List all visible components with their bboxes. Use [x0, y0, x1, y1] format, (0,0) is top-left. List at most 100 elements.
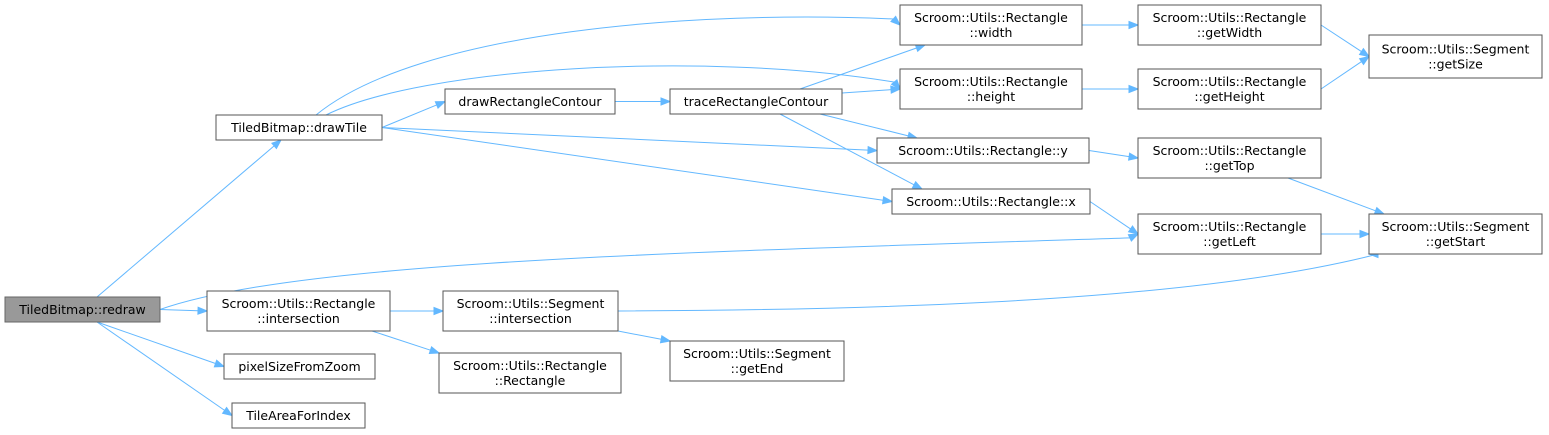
node-drawTile[interactable]: TiledBitmap::drawTile [215, 114, 383, 141]
arrowhead [433, 306, 445, 316]
edge-seg_intersection-to-seg_getStart [617, 249, 1379, 312]
arrowhead [197, 306, 209, 315]
node-label: Scroom::Utils::Rectangle [1153, 74, 1307, 89]
node-label: Scroom::Utils::Rectangle [1153, 143, 1307, 158]
arrowhead [881, 195, 894, 205]
edge-redraw-to-rect_intersection [159, 306, 209, 315]
node-label: ::getEnd [731, 361, 784, 376]
arrowhead [1358, 47, 1371, 58]
node-label: pixelSizeFromZoom [238, 359, 360, 374]
edge-traceRectangleContour-to-rect_y [819, 113, 919, 140]
edge-line [1287, 177, 1376, 212]
node-rect_y[interactable]: Scroom::Utils::Rectangle::y [876, 137, 1090, 164]
node-box [1137, 213, 1322, 255]
edge-line [371, 330, 431, 351]
edge-rect_getHeight-to-seg_getSize [1320, 55, 1371, 90]
node-label: drawRectangleContour [458, 94, 602, 109]
edge-line [799, 47, 917, 90]
edge-traceRectangleContour-to-rect_height [841, 85, 902, 94]
arrowhead [911, 180, 924, 190]
edge-line [96, 145, 275, 298]
node-label: Scroom::Utils::Segment [1382, 219, 1530, 234]
node-rect_width[interactable]: Scroom::Utils::Rectangle::width [899, 4, 1083, 46]
node-seg_intersection[interactable]: Scroom::Utils::Segment::intersection [442, 290, 619, 332]
node-rect_ctor[interactable]: Scroom::Utils::Rectangle::Rectangle [438, 352, 622, 394]
edge-line [841, 89, 892, 94]
node-box [899, 68, 1083, 110]
node-TileAreaForIndex[interactable]: TileAreaForIndex [231, 402, 366, 429]
edge-line [381, 127, 869, 151]
node-label: ::getHeight [1194, 89, 1264, 104]
edge-line [159, 237, 1130, 310]
node-drawRectangleContour[interactable]: drawRectangleContour [444, 88, 616, 115]
edge-rect_getWidth-to-seg_getSize [1320, 24, 1371, 58]
node-seg_getStart[interactable]: Scroom::Utils::Segment::getStart [1368, 213, 1543, 255]
node-label: ::getWidth [1197, 25, 1262, 40]
edge-line [325, 65, 895, 116]
node-box [438, 352, 622, 394]
edge-redraw-to-rect_getLeft [159, 233, 1140, 310]
arrowhead [659, 335, 672, 344]
node-rect_getTop[interactable]: Scroom::Utils::Rectangle::getTop [1137, 137, 1322, 179]
node-box [669, 88, 843, 115]
node-rect_getWidth[interactable]: Scroom::Utils::Rectangle::getWidth [1137, 4, 1322, 46]
node-label: Scroom::Utils::Rectangle [222, 296, 376, 311]
node-label: Scroom::Utils::Rectangle [914, 10, 1068, 25]
edge-rect_intersection-to-seg_intersection [390, 306, 445, 316]
edge-rect_width-to-rect_getWidth [1082, 20, 1140, 30]
node-label: Scroom::Utils::Rectangle [1153, 10, 1307, 25]
arrowhead [271, 139, 283, 150]
node-box [891, 188, 1091, 215]
node-label: Scroom::Utils::Rectangle::y [898, 143, 1068, 158]
node-redraw[interactable]: TiledBitmap::redraw [4, 296, 161, 323]
node-pixelSizeFromZoom[interactable]: pixelSizeFromZoom [223, 353, 376, 380]
node-seg_getEnd[interactable]: Scroom::Utils::Segment::getEnd [669, 340, 845, 382]
edge-line [617, 253, 1379, 312]
edge-redraw-to-drawTile [96, 139, 283, 298]
node-rect_x[interactable]: Scroom::Utils::Rectangle::x [891, 188, 1091, 215]
edge-drawTile-to-drawRectangleContour [381, 100, 447, 128]
arrowhead [890, 15, 902, 26]
arrowhead [428, 346, 441, 355]
arrowhead [1127, 233, 1140, 242]
edge-line [779, 113, 915, 186]
edge-rect_y-to-rect_getTop [1088, 150, 1140, 161]
edge-line [381, 127, 884, 201]
arrowhead [213, 359, 226, 368]
arrowhead [1358, 55, 1371, 66]
edge-seg_intersection-to-seg_getEnd [617, 330, 672, 344]
edge-line [1088, 150, 1130, 158]
edge-traceRectangleContour-to-rect_x [779, 113, 924, 190]
node-label: Scroom::Utils::Segment [457, 296, 605, 311]
edge-drawTile-to-rect_height [325, 65, 901, 116]
node-box [669, 340, 845, 382]
edge-line [1089, 201, 1131, 230]
arrowhead [1127, 152, 1140, 161]
edge-redraw-to-pixelSizeFromZoom [96, 321, 226, 368]
node-rect_height[interactable]: Scroom::Utils::Rectangle::height [899, 68, 1083, 110]
node-seg_getSize[interactable]: Scroom::Utils::Segment::getSize [1368, 34, 1543, 79]
node-label: TiledBitmap::drawTile [230, 120, 367, 135]
node-traceRectangleContour[interactable]: traceRectangleContour [669, 88, 843, 115]
node-box [1368, 34, 1543, 79]
edge-line [617, 330, 662, 340]
node-box [444, 88, 616, 115]
node-box [1137, 68, 1322, 110]
edge-redraw-to-TileAreaForIndex [96, 321, 234, 417]
node-label: ::getTop [1204, 158, 1254, 173]
arrowhead [890, 85, 902, 94]
arrowhead [660, 97, 672, 106]
node-rect_intersection[interactable]: Scroom::Utils::Rectangle::intersection [206, 290, 391, 332]
edge-layer [96, 15, 1386, 417]
node-label: ::getLeft [1203, 234, 1256, 249]
node-rect_getHeight[interactable]: Scroom::Utils::Rectangle::getHeight [1137, 68, 1322, 110]
node-rect_getLeft[interactable]: Scroom::Utils::Rectangle::getLeft [1137, 213, 1322, 255]
edge-drawTile-to-rect_y [381, 127, 879, 155]
node-box [1368, 213, 1543, 255]
arrowhead [221, 406, 234, 417]
edge-line [96, 321, 225, 411]
arrowhead [890, 78, 901, 91]
node-label: ::intersection [257, 311, 340, 326]
node-label: Scroom::Utils::Rectangle [1153, 219, 1307, 234]
arrowhead [1359, 229, 1371, 239]
